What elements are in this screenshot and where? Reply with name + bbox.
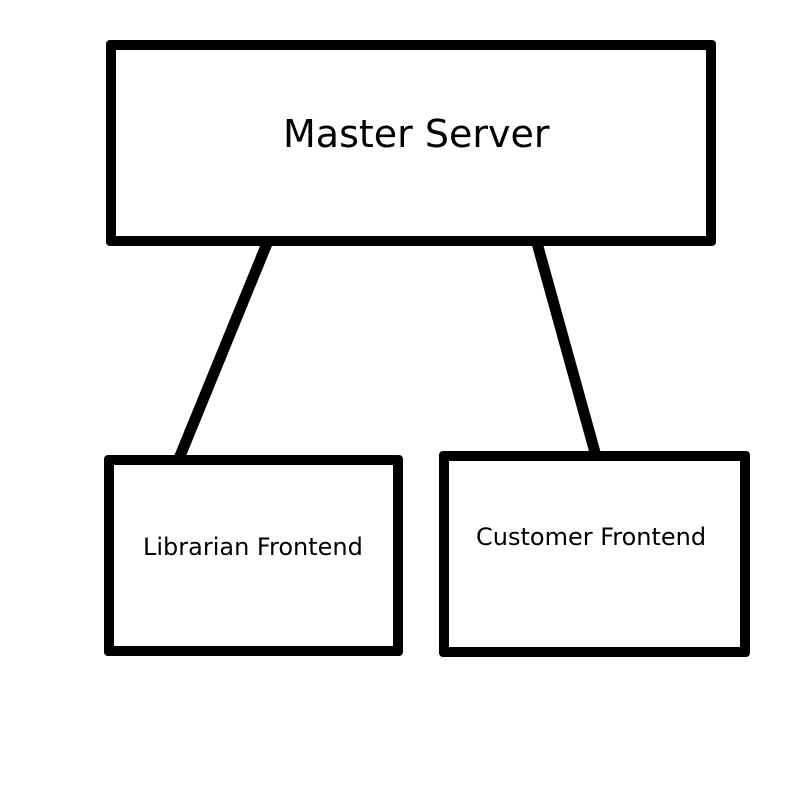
- customer-frontend-label: Customer Frontend: [476, 523, 707, 551]
- edge-master-to-librarian: [172, 238, 274, 464]
- master-server-node: [106, 40, 716, 246]
- librarian-frontend-label: Librarian Frontend: [143, 533, 363, 561]
- librarian-frontend-node: [104, 455, 403, 656]
- edge-master-to-customer: [531, 241, 602, 458]
- customer-frontend-node: [439, 451, 750, 657]
- master-server-label: Master Server: [283, 112, 550, 156]
